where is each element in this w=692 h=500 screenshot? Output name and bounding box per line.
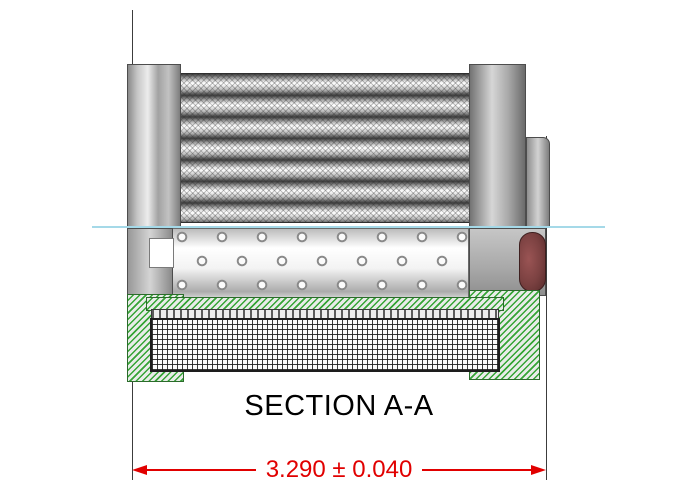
- dimension-arrow-left: [132, 465, 147, 475]
- oring-seal: [519, 232, 546, 292]
- right-extension-line: [546, 136, 547, 480]
- dimension-arrow-right: [531, 465, 546, 475]
- overall-length-dimension: 3.290 ± 0.040: [132, 456, 546, 483]
- dimension-line-left: [147, 469, 256, 471]
- left-end-cap-upper: [127, 64, 181, 228]
- perforated-core-tube: [167, 228, 469, 298]
- dimension-line-right: [422, 469, 531, 471]
- right-end-fitting: [526, 137, 550, 228]
- right-end-cap-upper: [469, 64, 526, 228]
- left-end-cap-notch: [149, 238, 174, 268]
- centerline: [92, 226, 605, 228]
- hatched-support-strip: [146, 297, 504, 311]
- mesh-filter-media-lower: [150, 318, 500, 372]
- dimension-text: 3.290 ± 0.040: [265, 456, 413, 483]
- section-label: SECTION A-A: [244, 390, 434, 422]
- pleated-filter-media-upper: [181, 73, 469, 223]
